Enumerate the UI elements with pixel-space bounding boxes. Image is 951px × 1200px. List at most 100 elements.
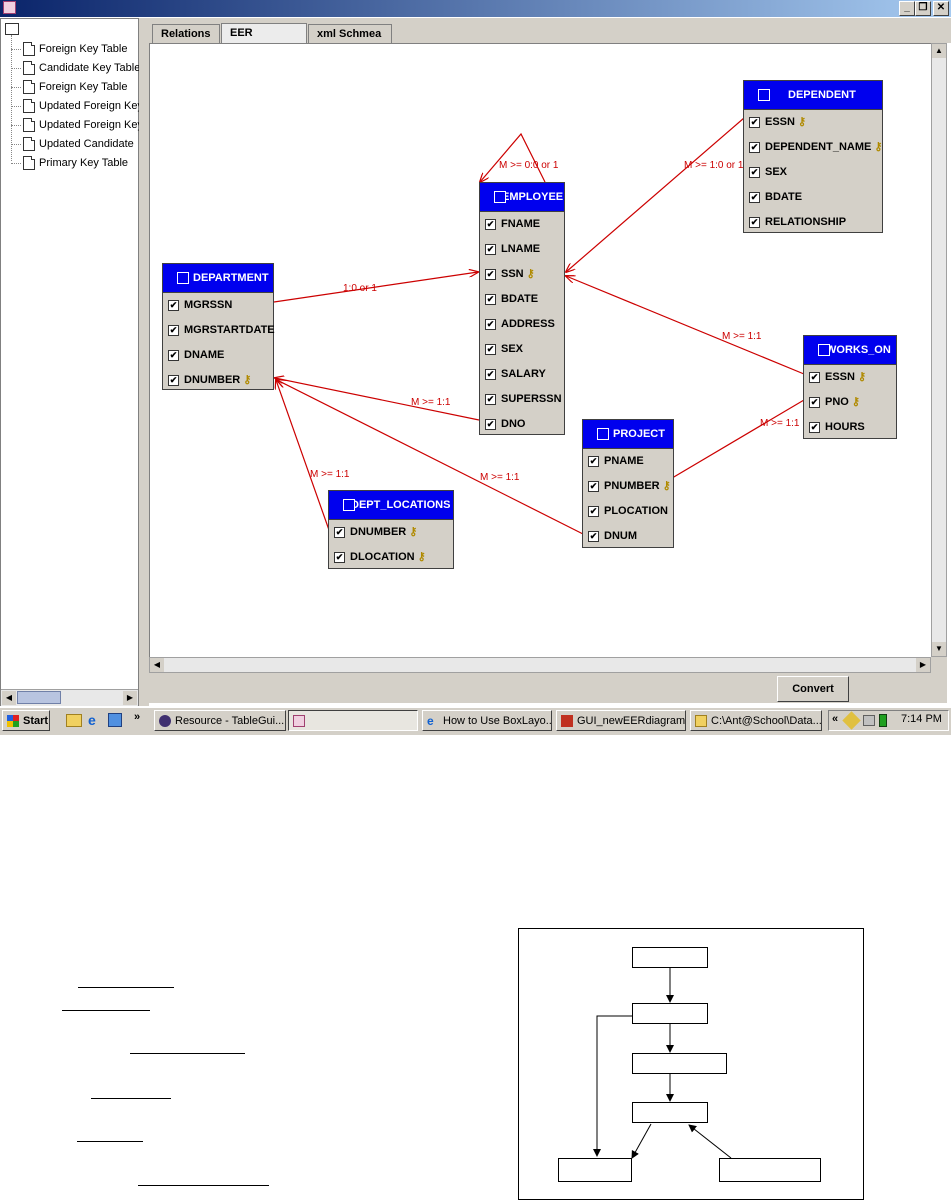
task-explorer-folder[interactable]: C:\Ant@School\Data... [690, 710, 822, 731]
checkbox[interactable]: ✔ [168, 299, 179, 311]
attribute-row[interactable]: ✔PNUMBER⚷ [583, 474, 673, 499]
checkbox[interactable]: ✔ [749, 116, 760, 128]
checkbox[interactable]: ✔ [485, 393, 496, 405]
splitter[interactable] [139, 18, 149, 706]
attribute-row[interactable]: ✔PNO⚷ [804, 390, 896, 415]
folder-icon[interactable] [66, 714, 82, 727]
root-folder-icon[interactable] [5, 23, 19, 35]
task-gui-eerdiagram[interactable]: GUI_newEERdiagram... [556, 710, 686, 731]
attribute-row[interactable]: ✔MGRSTARTDATE [163, 318, 275, 343]
attribute-row[interactable]: ✔ADDRESS [480, 312, 564, 337]
checkbox[interactable]: ✔ [749, 191, 760, 203]
tab-eer-diagram[interactable]: EER diagram [221, 23, 307, 57]
checkbox[interactable]: ✔ [168, 324, 179, 336]
checkbox[interactable]: ✔ [485, 343, 496, 355]
checkbox[interactable]: ✔ [485, 218, 496, 230]
attribute-row[interactable]: ✔ESSN⚷ [744, 110, 882, 135]
entity-project[interactable]: PROJECT ✔PNAME ✔PNUMBER⚷ ✔PLOCATION ✔DNU… [582, 419, 674, 548]
canvas-vscroll[interactable]: ▲ ▼ [931, 43, 947, 657]
quicklaunch-chevron[interactable]: » [134, 711, 141, 723]
checkbox[interactable]: ✔ [485, 418, 496, 430]
checkbox[interactable]: ✔ [749, 166, 760, 178]
tree-item[interactable]: Updated Foreign Key [23, 116, 139, 134]
entity-department[interactable]: DEPARTMENT ✔MGRSSN ✔MGRSTARTDATE ✔DNAME … [162, 263, 275, 393]
tree-item[interactable]: Foreign Key Table [23, 78, 139, 96]
checkbox[interactable]: ✔ [334, 551, 345, 563]
tree-item[interactable]: Candidate Key Table [23, 59, 139, 77]
tab-xml-schema[interactable]: xml Schmea [308, 24, 392, 43]
attribute-row[interactable]: ✔PNAME [583, 449, 673, 474]
attribute-row[interactable]: ✔HOURS [804, 415, 896, 440]
checkbox[interactable]: ✔ [588, 505, 599, 517]
tree-item[interactable]: Updated Foreign Key [23, 97, 139, 115]
scroll-right-icon[interactable]: ▶ [916, 658, 930, 672]
scroll-left-icon[interactable]: ◀ [150, 658, 164, 672]
entity-title[interactable]: WORKS_ON [804, 336, 896, 365]
attribute-row[interactable]: ✔MGRSSN [163, 293, 273, 318]
checkbox[interactable]: ✔ [485, 368, 496, 380]
attribute-row[interactable]: ✔SSN⚷ [480, 262, 564, 287]
start-button[interactable]: Start [2, 710, 50, 731]
scroll-right-icon[interactable]: ▶ [123, 691, 137, 705]
attribute-row[interactable]: ✔PLOCATION [583, 499, 673, 524]
tree-item[interactable]: Updated Candidate [23, 135, 139, 153]
attribute-row[interactable]: ✔SEX [744, 160, 882, 185]
checkbox[interactable]: ✔ [809, 396, 820, 408]
battery-icon[interactable] [879, 714, 887, 727]
checkbox[interactable]: ✔ [485, 243, 496, 255]
convert-button[interactable]: Convert [777, 676, 849, 702]
checkbox[interactable]: ✔ [588, 455, 599, 467]
task-java-app[interactable] [288, 710, 418, 731]
attribute-row[interactable]: ✔FNAME [480, 212, 564, 237]
checkbox[interactable]: ✔ [485, 318, 496, 330]
scroll-thumb[interactable] [17, 691, 61, 704]
scroll-up-icon[interactable]: ▲ [932, 44, 946, 58]
attribute-row[interactable]: ✔LNAME [480, 237, 564, 262]
checkbox[interactable]: ✔ [334, 526, 345, 538]
tab-relations[interactable]: Relations [152, 24, 220, 43]
ie-icon[interactable]: e [88, 712, 96, 728]
attribute-row[interactable]: ✔ESSN⚷ [804, 365, 896, 390]
attribute-row[interactable]: ✔DEPENDENT_NAME⚷ [744, 135, 882, 160]
checkbox[interactable]: ✔ [168, 349, 179, 361]
entity-title[interactable]: PROJECT [583, 420, 673, 449]
checkbox[interactable]: ✔ [588, 480, 599, 492]
attribute-row[interactable]: ✔SALARY [480, 362, 564, 387]
attribute-row[interactable]: ✔SEX [480, 337, 564, 362]
checkbox[interactable]: ✔ [809, 371, 820, 383]
app-icon[interactable] [3, 1, 16, 14]
entity-dependent[interactable]: DEPENDENT ✔ESSN⚷ ✔DEPENDENT_NAME⚷ ✔SEX ✔… [743, 80, 883, 233]
scroll-left-icon[interactable]: ◀ [2, 691, 16, 705]
entity-title[interactable]: EMPLOYEE [480, 183, 564, 212]
attribute-row[interactable]: ✔BDATE [480, 287, 564, 312]
entity-works-on[interactable]: WORKS_ON ✔ESSN⚷ ✔PNO⚷ ✔HOURS [803, 335, 897, 439]
checkbox[interactable]: ✔ [485, 268, 496, 280]
task-resource-tablegui[interactable]: Resource - TableGui.... [154, 710, 286, 731]
canvas-hscroll[interactable]: ◀ ▶ [149, 657, 931, 673]
tree-item[interactable]: Primary Key Table [23, 154, 139, 172]
tray-chevron[interactable]: « [832, 713, 839, 725]
maximize-button[interactable]: ❐ [915, 1, 931, 16]
attribute-row[interactable]: ✔DNAME [163, 343, 273, 368]
checkbox[interactable]: ✔ [809, 421, 820, 433]
entity-dept-locations[interactable]: DEPT_LOCATIONS ✔DNUMBER⚷ ✔DLOCATION⚷ [328, 490, 454, 569]
attribute-row[interactable]: ✔DLOCATION⚷ [329, 545, 453, 570]
attribute-row[interactable]: ✔DNUM [583, 524, 673, 549]
tree-hscroll[interactable]: ◀ ▶ [1, 689, 138, 706]
attribute-row[interactable]: ✔SUPERSSN [480, 387, 564, 412]
entity-employee[interactable]: EMPLOYEE ✔FNAME ✔LNAME ✔SSN⚷ ✔BDATE ✔ADD… [479, 182, 565, 435]
outlook-icon[interactable] [108, 713, 122, 727]
entity-title[interactable]: DEPENDENT [744, 81, 882, 110]
network-icon[interactable] [863, 715, 875, 726]
checkbox[interactable]: ✔ [749, 216, 760, 228]
entity-title[interactable]: DEPT_LOCATIONS [329, 491, 453, 520]
checkbox[interactable]: ✔ [749, 141, 760, 153]
tree-item[interactable]: Foreign Key Table [23, 40, 139, 58]
attribute-row[interactable]: ✔DNUMBER⚷ [163, 368, 273, 393]
entity-title[interactable]: DEPARTMENT [163, 264, 273, 293]
checkbox[interactable]: ✔ [588, 530, 599, 542]
attribute-row[interactable]: ✔DNUMBER⚷ [329, 520, 453, 545]
attribute-row[interactable]: ✔RELATIONSHIP [744, 210, 882, 235]
checkbox[interactable]: ✔ [485, 293, 496, 305]
